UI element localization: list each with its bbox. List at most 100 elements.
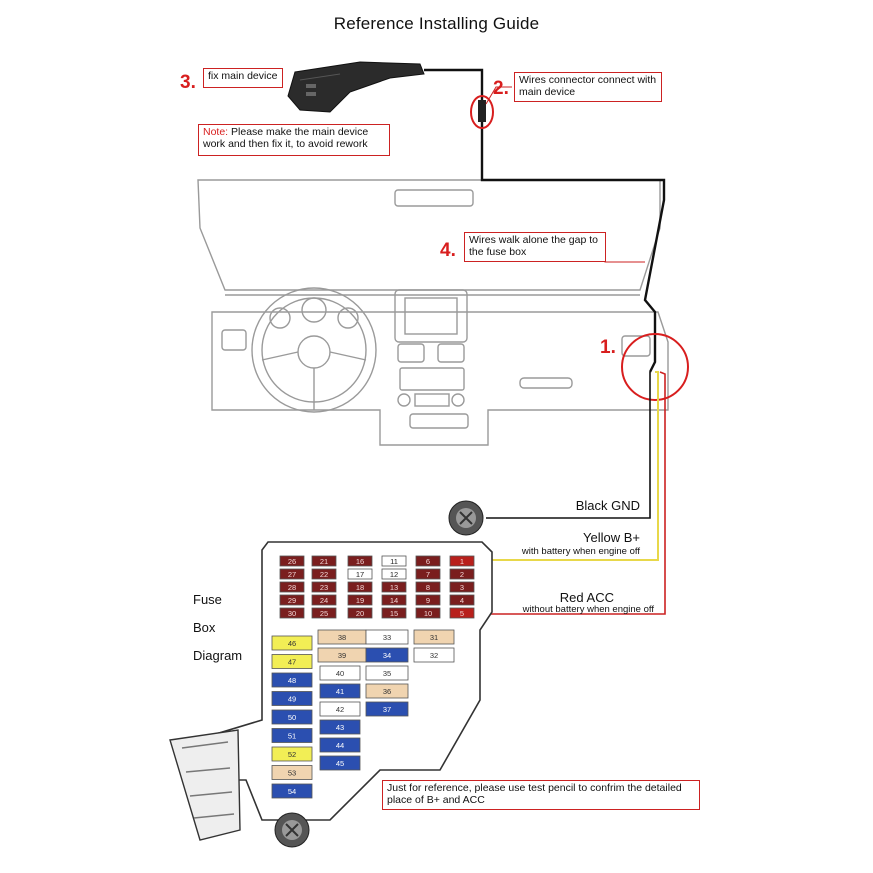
fuse-46-fuse (271, 635, 313, 651)
fuse-44-label: 44 (336, 741, 344, 750)
fuse-45-fuse (319, 755, 361, 771)
fuse-22-label: 22 (320, 570, 328, 579)
red-acc-label: Red ACC (559, 590, 614, 605)
fuse-5-label: 5 (460, 609, 464, 618)
mount-bolt-top (448, 500, 484, 536)
fuse-28-label: 28 (288, 583, 296, 592)
fuse-22-fuse (311, 568, 337, 580)
main-cable (424, 68, 666, 373)
fuse-14-fuse (381, 594, 407, 606)
reference-note: Just for reference, please use test penc… (382, 780, 700, 810)
fuse-30-fuse (279, 607, 305, 619)
yellow-b-plus-wire (468, 371, 659, 561)
fuse-48-label: 48 (288, 676, 296, 685)
fuse-19-label: 19 (356, 596, 364, 605)
fuse-41-label: 41 (336, 687, 344, 696)
fuse-9-label: 9 (426, 596, 430, 605)
step-2-label: Wires connector connect with main device (514, 72, 662, 102)
fuse-17-label: 17 (356, 570, 364, 579)
fuse-35-label: 35 (383, 669, 391, 678)
note-box: Note: Please make the main device work a… (198, 124, 390, 156)
fuse-12-fuse (381, 568, 407, 580)
fuse-9-fuse (415, 594, 441, 606)
red-acc-sublabel: without battery when engine off (522, 604, 654, 615)
fuse-25-fuse (311, 607, 337, 619)
fuse-33-label: 33 (383, 633, 391, 642)
fuse-access-highlight-circle (621, 333, 689, 401)
fuse-47-label: 47 (288, 658, 296, 667)
fuse-27-label: 27 (288, 570, 296, 579)
fuse-19-fuse (347, 594, 373, 606)
fuse-40-label: 40 (336, 669, 344, 678)
fuse-48-fuse (271, 672, 313, 688)
fuse-29-fuse (279, 594, 305, 606)
fuse-52-fuse (271, 746, 313, 762)
step-1-number: 1. (600, 337, 616, 358)
fuse-49-label: 49 (288, 695, 296, 704)
step-4-number: 4. (440, 240, 456, 261)
fuse-44-fuse (319, 737, 361, 753)
fuse-29-label: 29 (288, 596, 296, 605)
fuse-box-body (195, 541, 493, 821)
fuse-51-fuse (271, 728, 313, 743)
step-2-number: 2. (493, 78, 509, 99)
fuse-43-fuse (319, 719, 361, 735)
fuse-30-label: 30 (288, 609, 296, 618)
fuse-53-label: 53 (288, 769, 296, 778)
fuse-label-line2: Box (193, 620, 216, 635)
fuse-20-fuse (347, 607, 373, 619)
fuse-13-label: 13 (390, 583, 398, 592)
step-3-number: 3. (180, 72, 196, 93)
fuse-16-label: 16 (356, 557, 364, 566)
fuse-24-label: 24 (320, 596, 328, 605)
black-gnd-label: Black GND (575, 498, 640, 513)
fuse-23-fuse (311, 581, 337, 593)
fuse-42-fuse (319, 701, 361, 717)
fuse-32-label: 32 (430, 651, 438, 660)
fuse-31-fuse (413, 629, 455, 645)
fuse-24-fuse (311, 594, 337, 606)
yellow-b-plus-label: Yellow B+ (583, 530, 640, 545)
fuse-3-fuse (449, 581, 475, 593)
fuse-10-fuse (415, 607, 441, 619)
fuse-box-connector (169, 729, 241, 841)
fuse-50-fuse (271, 709, 313, 725)
fuse-21-fuse (311, 555, 337, 567)
fuse-32-fuse (413, 647, 455, 663)
fuse-17-fuse (347, 568, 373, 580)
fuse-2-label: 2 (460, 570, 464, 579)
wire-connector (478, 100, 486, 122)
connector-highlight-circle (470, 95, 494, 129)
fuse-38-label: 38 (338, 633, 346, 642)
fuse-52-label: 52 (288, 750, 296, 759)
fuse-35-fuse (365, 665, 409, 681)
fuse-37-fuse (365, 701, 409, 717)
yellow-b-plus-sublabel: with battery when engine off (521, 546, 640, 557)
fuse-50-label: 50 (288, 713, 296, 722)
fuse-26-label: 26 (288, 557, 296, 566)
step-4-label: Wires walk alone the gap to the fuse box (464, 232, 606, 262)
fuse-23-label: 23 (320, 583, 328, 592)
red-acc-wire (468, 371, 666, 615)
fuse-39-label: 39 (338, 651, 346, 660)
black-gnd-wire (486, 372, 651, 519)
fuse-54-label: 54 (288, 787, 296, 796)
fuse-12-label: 12 (390, 570, 398, 579)
fuse-6-fuse (415, 555, 441, 567)
fuse-41-fuse (319, 683, 361, 699)
fuse-45-label: 45 (336, 759, 344, 768)
fuse-20-label: 20 (356, 609, 364, 618)
fuse-28-fuse (279, 581, 305, 593)
fuse-27-fuse (279, 568, 305, 580)
fuse-4-fuse (449, 594, 475, 606)
fuse-13-fuse (381, 581, 407, 593)
fuse-34-label: 34 (383, 651, 391, 660)
fuse-8-fuse (415, 581, 441, 593)
fuse-36-label: 36 (383, 687, 391, 696)
fuse-10-label: 10 (424, 609, 432, 618)
fuse-11-label: 11 (390, 557, 398, 566)
fuse-26-fuse (279, 555, 305, 567)
fuse-36-fuse (365, 683, 409, 699)
